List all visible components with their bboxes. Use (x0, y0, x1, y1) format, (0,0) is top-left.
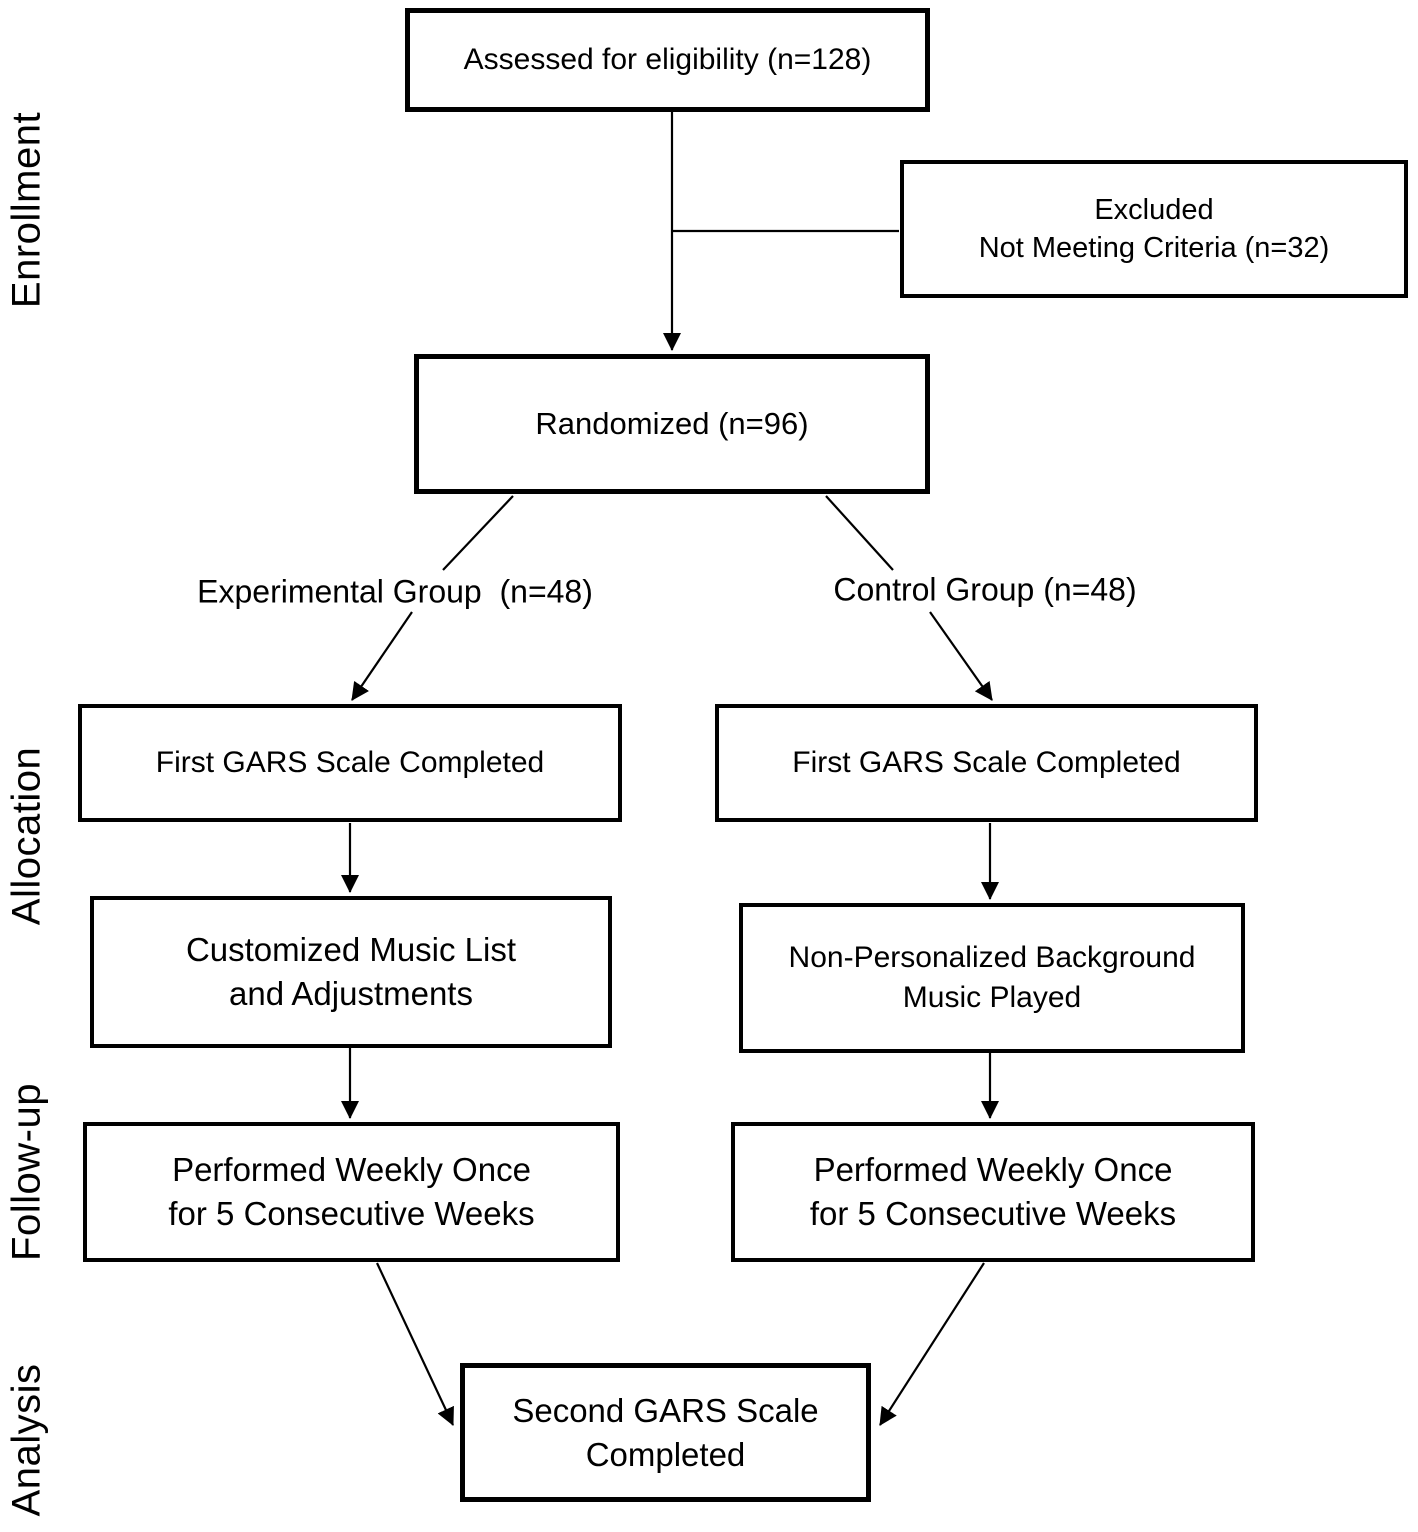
box-first-gars-right: First GARS Scale Completed (715, 704, 1258, 822)
arrow-weekly-right-to-second-gars (879, 1262, 985, 1426)
stage-label-followup: Follow-up (4, 1083, 49, 1261)
line-randomized-to-control (825, 495, 894, 571)
box-assessed-for-eligibility: Assessed for eligibility (n=128) (405, 8, 930, 112)
box-non-personalized-music: Non-Personalized Background Music Played (739, 903, 1245, 1053)
box-weekly-left: Performed Weekly Once for 5 Consecutive … (83, 1122, 620, 1262)
line-randomized-to-experimental (442, 495, 514, 571)
stage-label-allocation: Allocation (4, 746, 49, 926)
box-weekly-right: Performed Weekly Once for 5 Consecutive … (731, 1122, 1255, 1262)
box-customized-music: Customized Music List and Adjustments (90, 896, 612, 1048)
arrow-weekly-left-to-second-gars (376, 1262, 454, 1426)
stage-label-analysis: Analysis (4, 1363, 49, 1517)
arrow-experimental-to-gars-left (351, 611, 413, 701)
label-control-group: Control Group (n=48) (833, 571, 1137, 608)
box-first-gars-left: First GARS Scale Completed (78, 704, 622, 822)
arrow-control-to-gars-right (929, 611, 993, 701)
stage-label-enrollment: Enrollment (4, 111, 49, 309)
box-randomized: Randomized (n=96) (414, 354, 930, 494)
box-excluded: Excluded Not Meeting Criteria (n=32) (900, 160, 1408, 298)
box-second-gars: Second GARS Scale Completed (460, 1363, 871, 1502)
label-experimental-group: Experimental Group (n=48) (197, 573, 593, 610)
